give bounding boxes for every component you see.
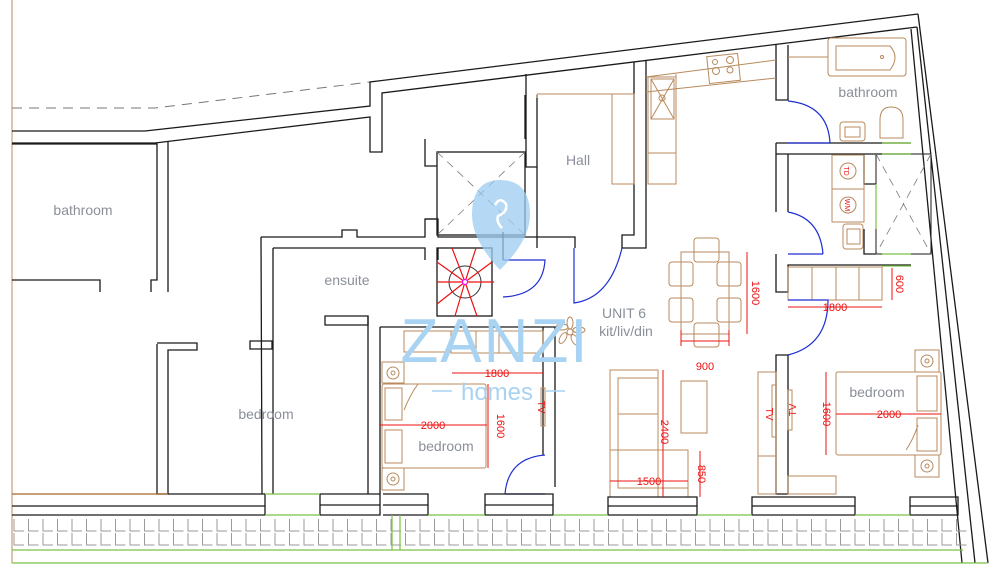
utility-counter [787,266,883,301]
exterior-walls [12,13,989,564]
dashed-boundary [12,81,371,109]
dim-dining-length: 1600 [749,281,761,305]
bathroom-fixtures [788,37,907,142]
coffee-table [680,380,708,434]
room-label-hall: Hall [566,152,590,168]
unit-sublabel: kit/liv/din [599,323,653,339]
tumble-dryer-label: TD [842,166,849,175]
room-label-bedroom-left: bedroom [238,406,293,422]
dining-table [668,237,742,348]
dim-right-bed-width: 2000 [877,409,901,421]
utility-fixtures: TD WM [831,154,865,250]
dim-center-bed-width: 2000 [421,420,445,432]
watermark: ZANZI homes [400,180,589,406]
dim-utility-counter: 1800 [823,302,847,314]
unit-label: UNIT 6 [602,305,646,321]
dim-center-wardrobe: 1800 [485,368,509,380]
room-label-bathroom-left: bathroom [53,202,112,218]
room-label-bathroom-right: bathroom [838,84,897,100]
front-walls [12,493,959,516]
dim-sofa-chaise: 850 [695,465,707,483]
spiral-staircase [436,247,494,317]
tv-label-right-b: TV [788,403,799,416]
dim-center-bed-length: 1600 [494,414,506,438]
light-well-right [875,142,932,267]
dim-sofa-width: 1500 [637,476,661,488]
paving-tiles [13,519,967,546]
center-bedroom-furniture [381,330,546,491]
watermark-brand: ZANZI [400,307,589,376]
dim-utility-depth: 600 [893,275,905,293]
tv-label-right-a: TV [763,408,774,421]
plant-icon [555,316,586,346]
dim-right-bed-length: 1600 [820,402,832,426]
dimension-lines: 2000 1600 1800 1600 900 1800 600 2400 15… [380,252,941,497]
right-bedroom-furniture [757,349,942,495]
room-label-ensuite: ensuite [324,272,369,288]
watermark-sub: homes [461,379,533,406]
kitchen-units [536,52,777,185]
tv-label-center: TV [535,401,546,414]
walls-hall [525,45,911,495]
paving [13,519,967,546]
dim-dining-width: 900 [696,361,714,373]
room-label-bedroom-center: bedroom [418,438,473,454]
room-label-bedroom-right: bedroom [849,384,904,400]
dim-sofa-length: 2400 [658,420,670,444]
washing-machine-label: WM [843,199,850,212]
